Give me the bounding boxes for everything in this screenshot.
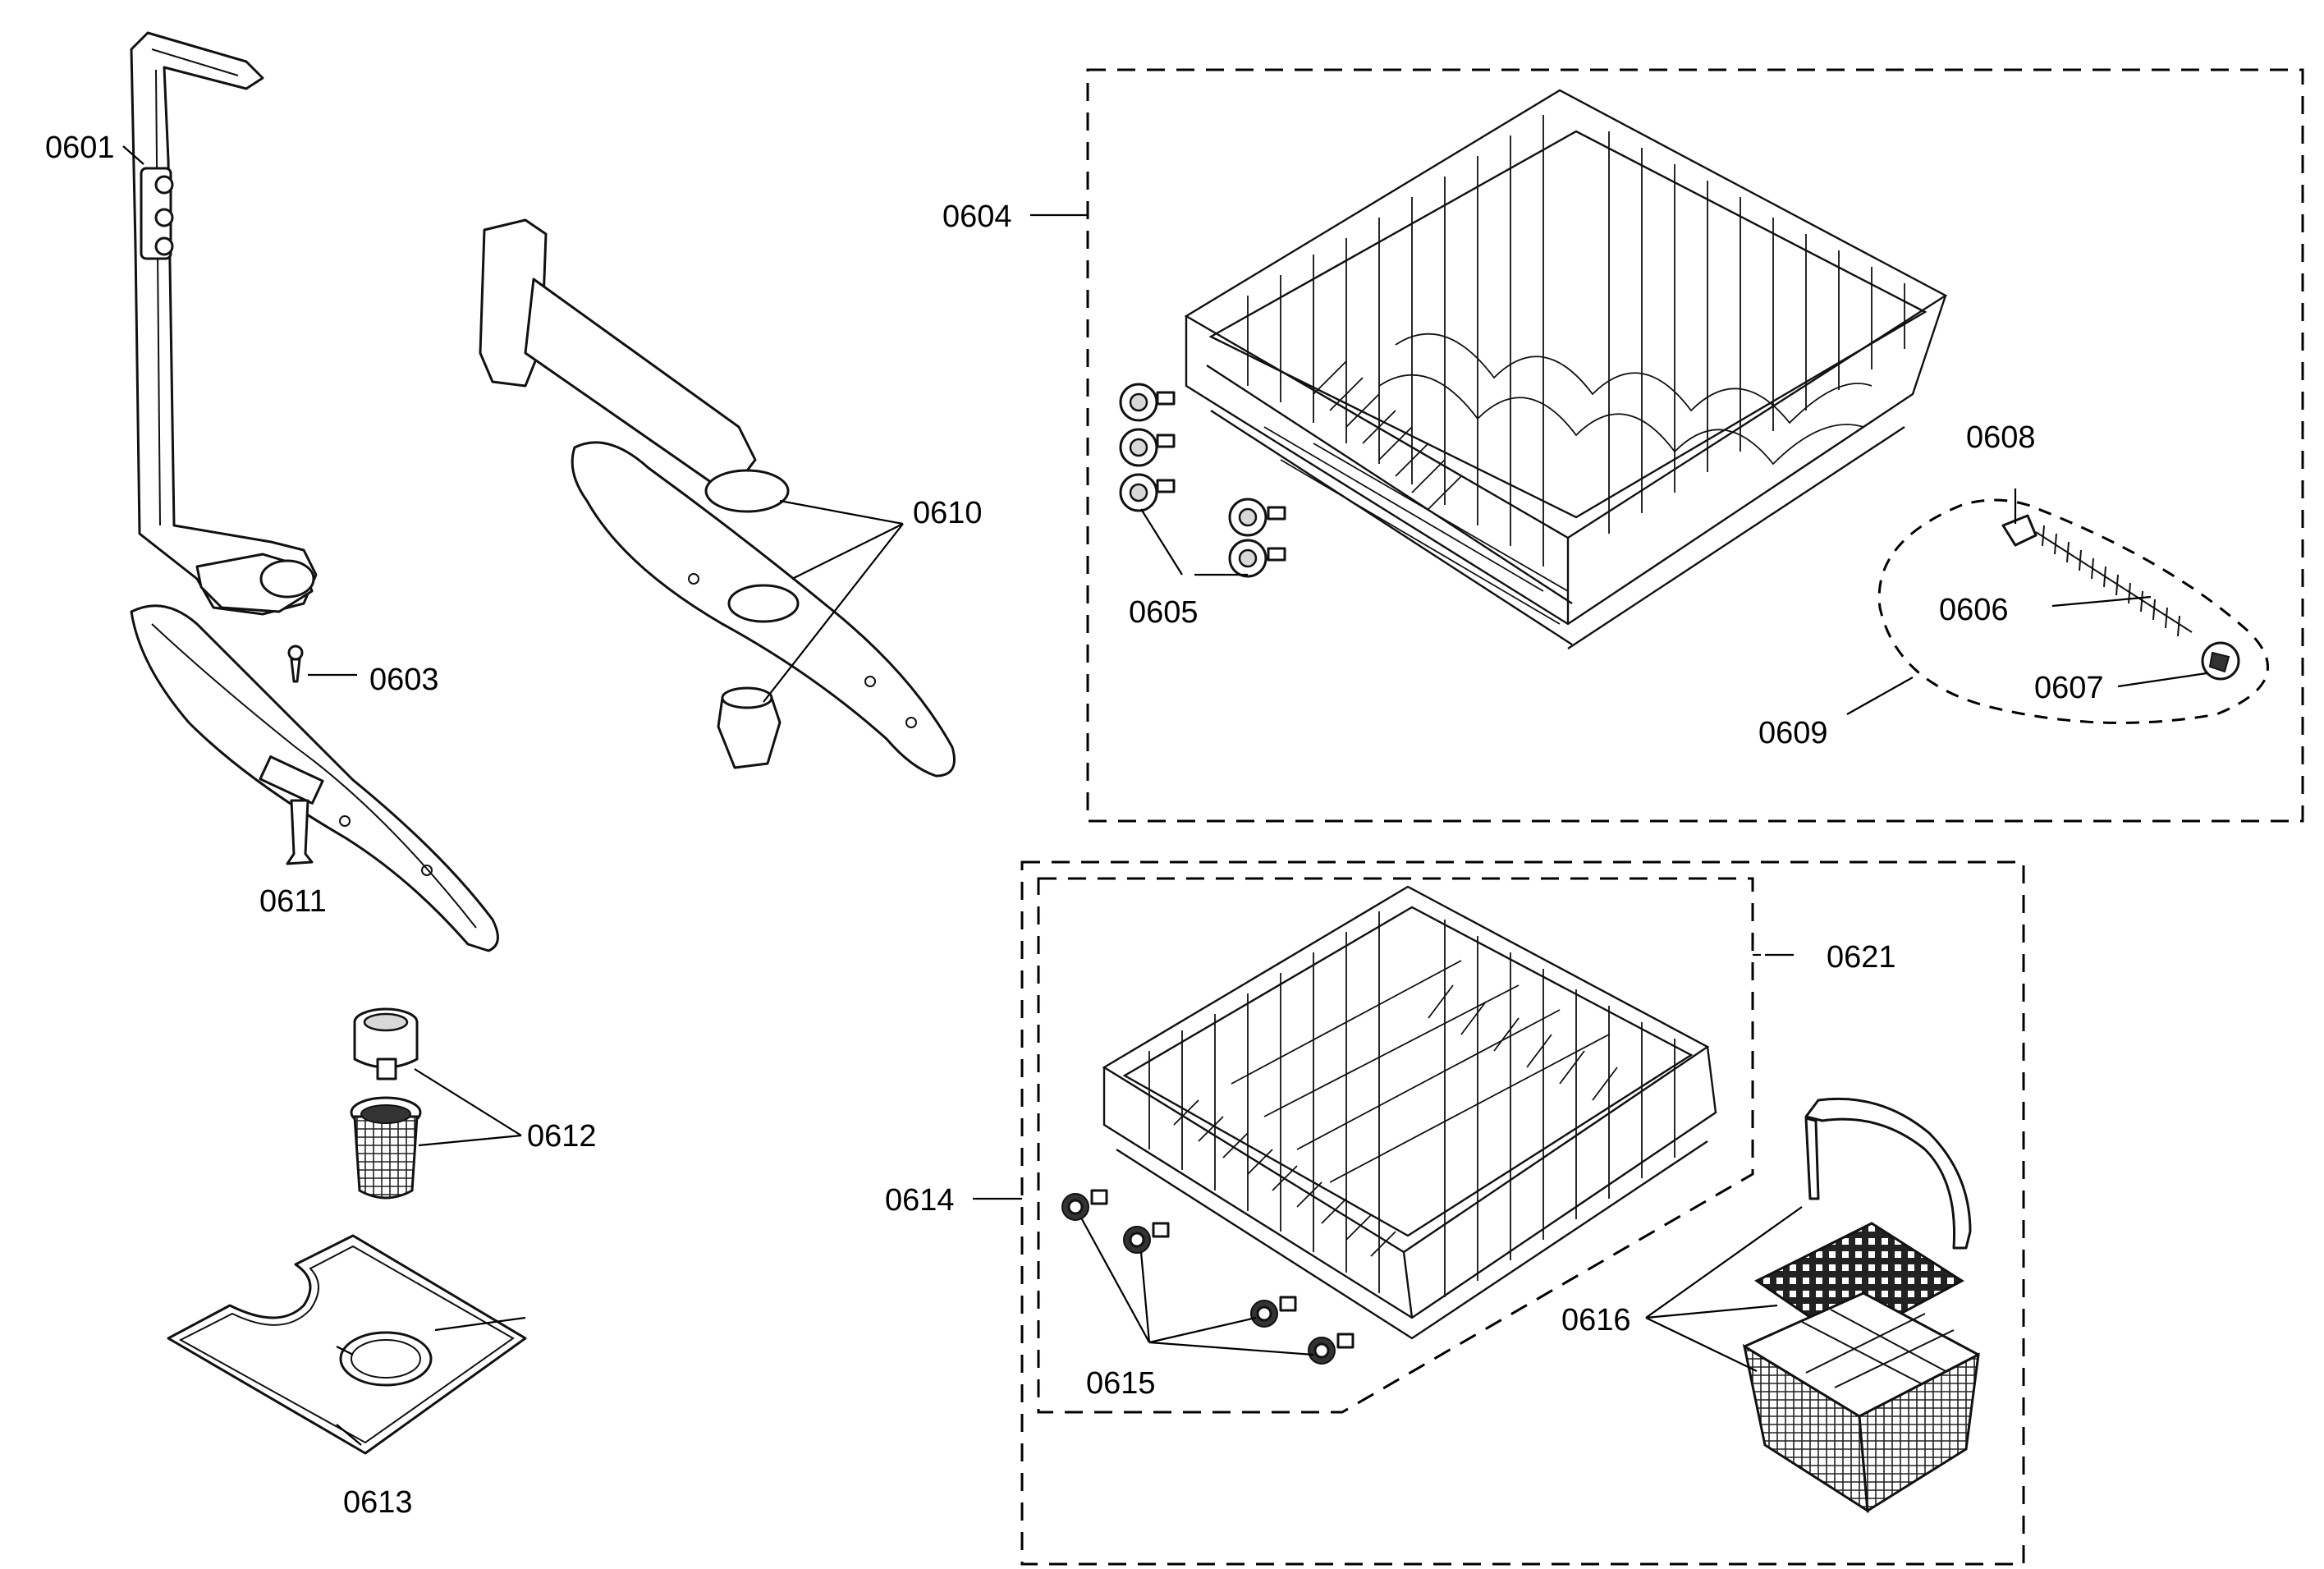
group-box-0604 [1086,68,2304,823]
group-box-0621 [1037,877,1754,1414]
screw-0603 [287,645,304,683]
leader-lines [122,145,2207,1446]
tine-assembly-0609 [1877,498,2269,724]
label-0611: 0611 [259,884,327,919]
label-0606: 0606 [1939,593,2009,627]
label-0608: 0608 [1966,420,2036,455]
filters-0612 [350,1007,422,1200]
label-0614: 0614 [885,1183,955,1218]
label-0615: 0615 [1086,1366,1156,1401]
filter-plate-0613 [167,1234,527,1455]
rack-wheels-0605 [1119,383,1286,578]
lower-rack-0614 [1061,885,1717,1365]
label-0607: 0607 [2034,671,2104,705]
label-0610: 0610 [913,496,983,530]
cutlery-basket-0616 [1742,1097,1980,1513]
label-0613: 0613 [343,1485,413,1520]
label-0605: 0605 [1129,595,1199,630]
label-0612: 0612 [527,1119,597,1154]
upper-spray-arm-0610 [479,218,956,778]
label-0601: 0601 [45,131,115,165]
lower-spray-arm-0611 [130,604,499,952]
supply-pipe-0601 [130,31,318,616]
rack-wheels-0615 [1061,1189,1355,1365]
label-0609: 0609 [1758,716,1828,750]
label-0604: 0604 [942,200,1012,234]
label-0616: 0616 [1561,1303,1631,1337]
group-box-0614 [1020,860,2025,1566]
upper-rack-0604 [1119,89,1948,650]
label-0603: 0603 [369,663,439,697]
label-0621: 0621 [1827,940,1896,975]
